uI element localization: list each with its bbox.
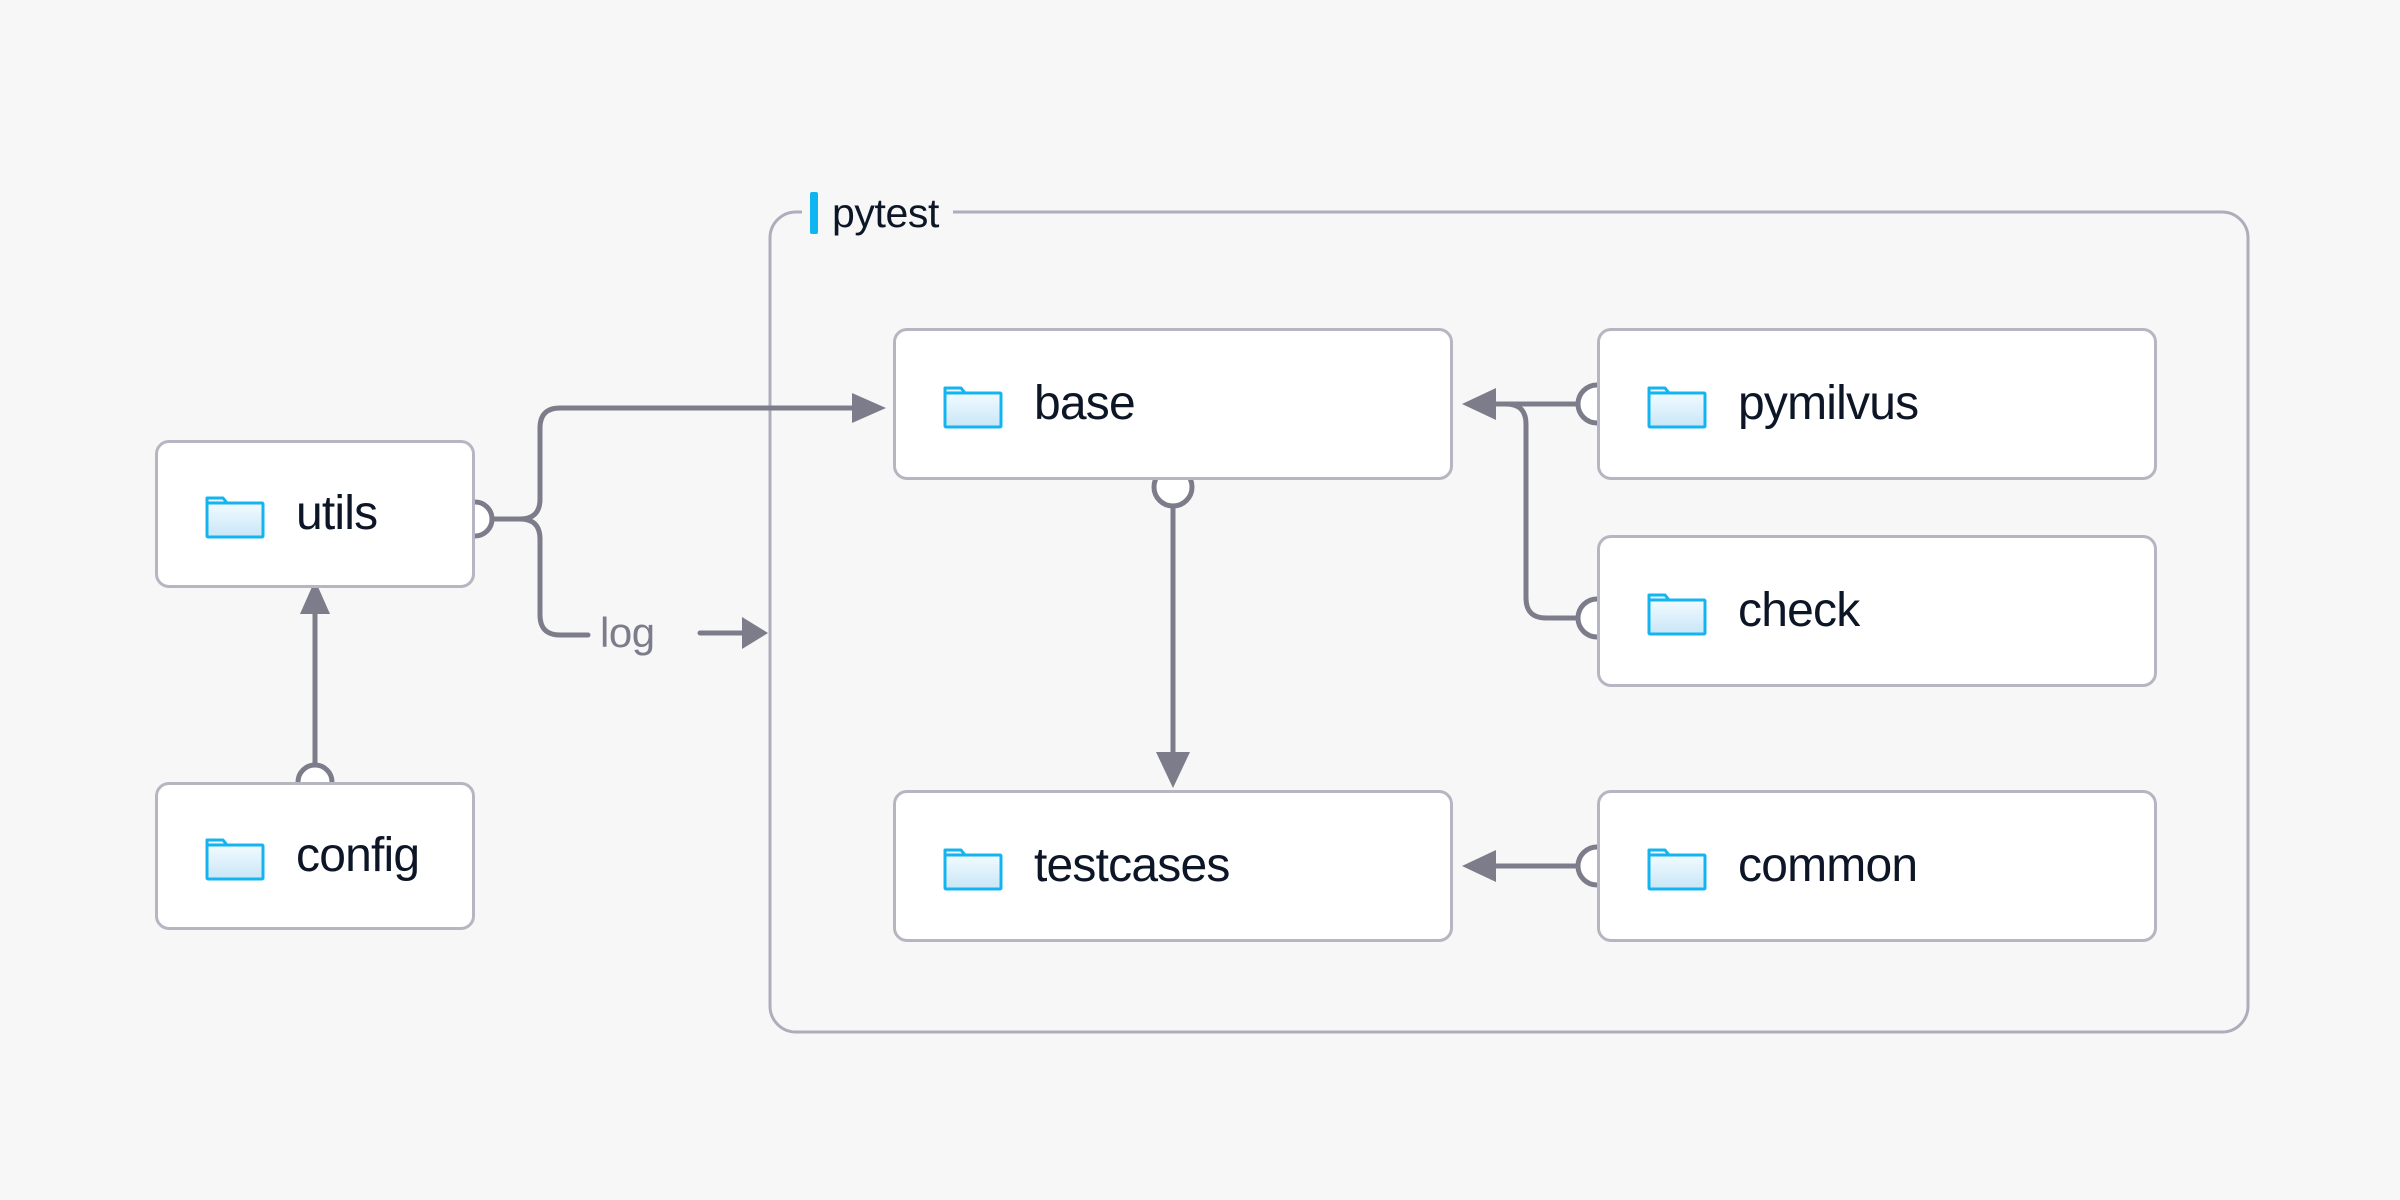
node-common-label: common — [1738, 839, 1918, 892]
folder-icon — [943, 848, 1003, 891]
node-base[interactable]: base — [893, 328, 1453, 480]
node-config[interactable]: config — [155, 782, 475, 930]
folder-icon — [205, 838, 265, 881]
arrowhead-common-to-testcases — [1462, 850, 1496, 882]
folder-icon — [1647, 848, 1707, 891]
edge-utils-to-base[interactable] — [489, 405, 865, 522]
pytest-group-frame — [768, 210, 2250, 1034]
pytest-group-label[interactable]: pytest — [802, 186, 953, 240]
node-pymilvus-label: pymilvus — [1738, 377, 1919, 430]
node-testcases[interactable]: testcases — [893, 790, 1453, 942]
folder-icon — [943, 386, 1003, 429]
edge-check-to-base[interactable] — [1487, 401, 1583, 621]
edge-label-log: log — [600, 609, 655, 656]
node-utils[interactable]: utils — [155, 440, 475, 588]
edge-utils-to-log[interactable] — [489, 516, 591, 638]
node-base-label: base — [1034, 377, 1136, 430]
arrowhead-log — [742, 617, 768, 649]
pytest-group-label-text: pytest — [832, 189, 939, 236]
folder-icon — [1647, 386, 1707, 429]
node-check-label: check — [1738, 584, 1860, 637]
folder-icon — [205, 496, 265, 539]
folder-icon — [1647, 593, 1707, 636]
node-utils-label: utils — [296, 487, 378, 540]
arrowhead-base-to-testcases — [1156, 752, 1190, 788]
accent-bar-icon — [810, 192, 818, 234]
arrowhead-to-base-right — [1462, 388, 1496, 420]
arrowhead-config-to-utils — [300, 580, 330, 614]
node-config-label: config — [296, 829, 420, 882]
node-pymilvus[interactable]: pymilvus — [1597, 328, 2157, 480]
node-check[interactable]: check — [1597, 535, 2157, 687]
arrowhead-utils-to-base — [852, 393, 886, 423]
node-common[interactable]: common — [1597, 790, 2157, 942]
node-testcases-label: testcases — [1034, 839, 1230, 892]
